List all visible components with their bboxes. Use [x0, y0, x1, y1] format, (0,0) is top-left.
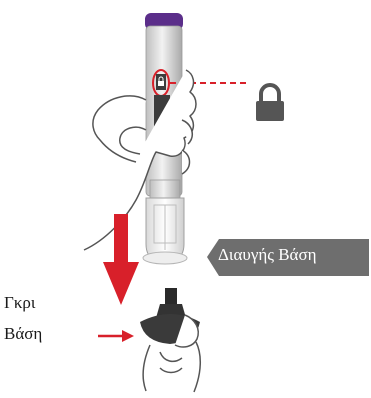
clear-base-label: Διαυγής Βάση: [218, 245, 317, 265]
gray-base-label-line2: Βάση: [4, 318, 42, 349]
gray-base-label-line1: Γκρι: [4, 287, 42, 318]
red-pointer-arrow-icon: [98, 330, 134, 342]
gray-base-label: Γκρι Βάση: [4, 287, 42, 349]
pen-body-lower: [150, 180, 180, 200]
lock-icon: [256, 85, 284, 121]
